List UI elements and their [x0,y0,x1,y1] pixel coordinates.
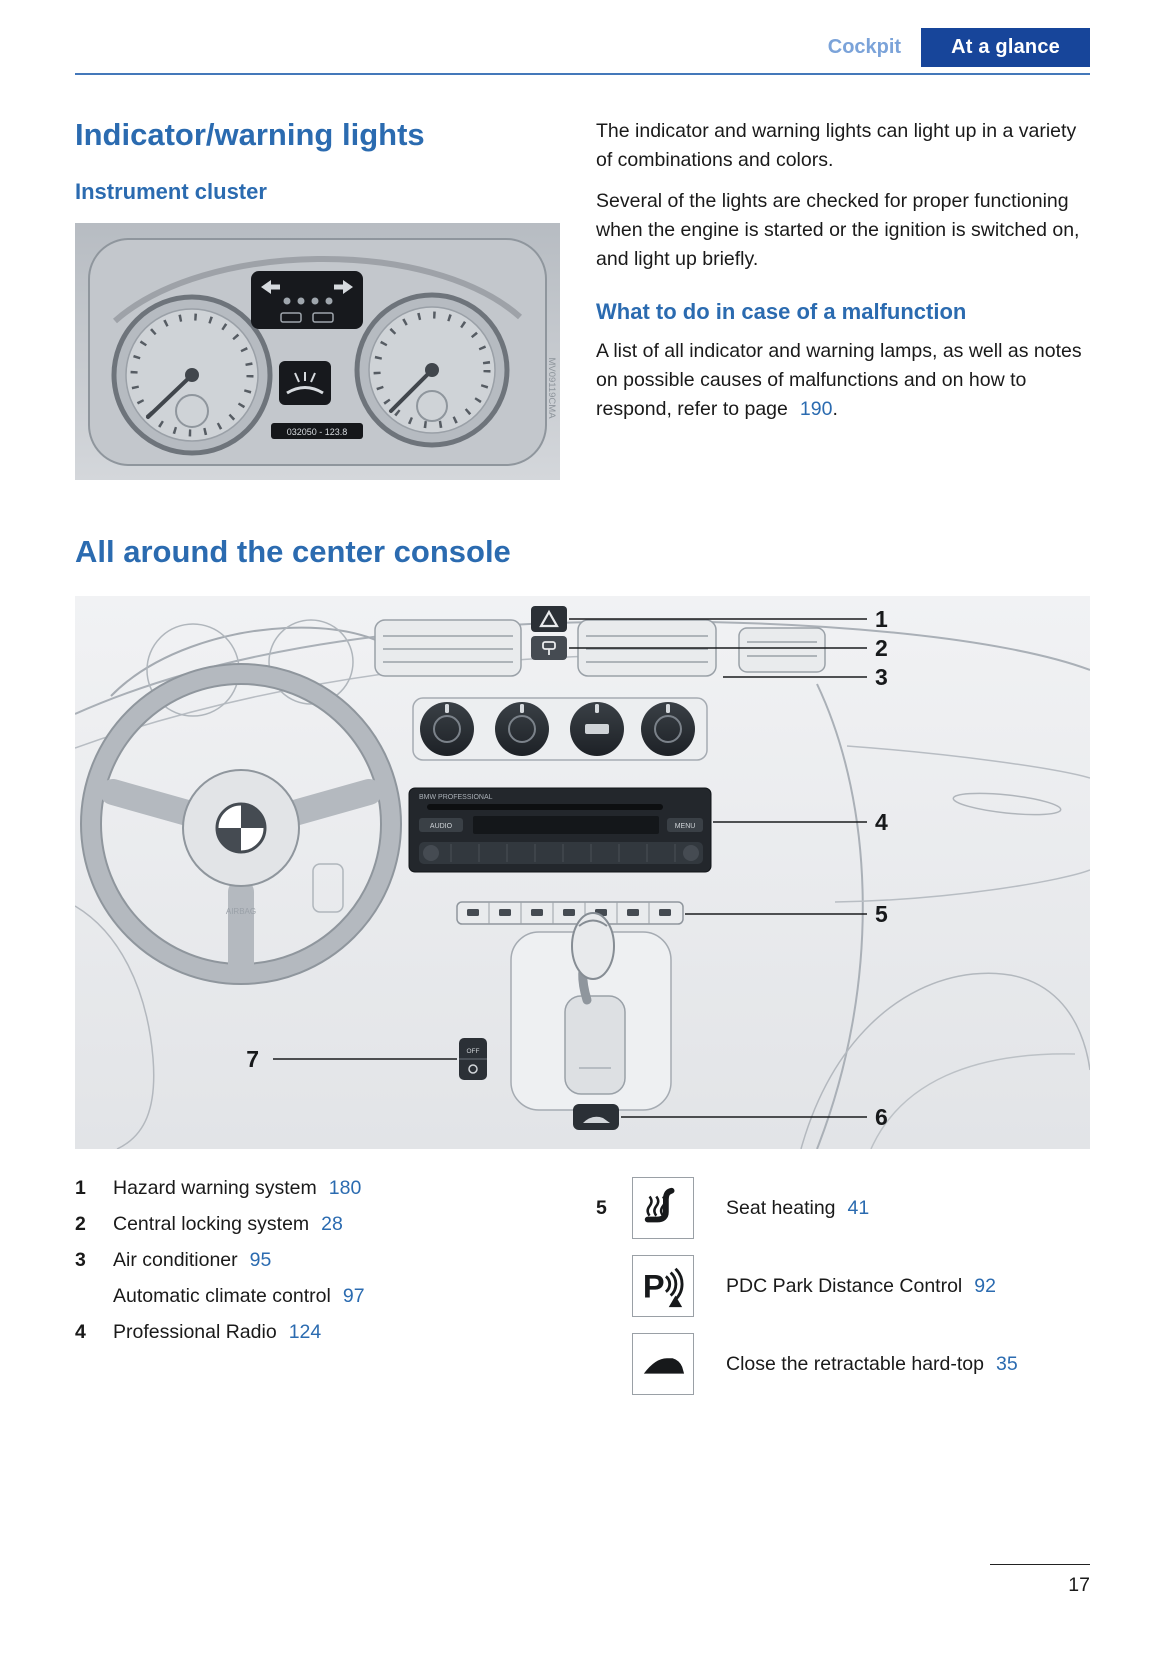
svg-text:P: P [643,1269,665,1305]
legend-item: Seat heating 41 [726,1195,1026,1221]
page-ref-92[interactable]: 92 [974,1274,996,1297]
air-vents [374,619,826,677]
legend-item: Automatic climate control 97 [113,1285,580,1308]
callout-5: 5 [875,901,888,927]
airbag-label: AIRBAG [226,907,256,916]
legend-item: PDC Park Distance Control 92 [726,1273,1026,1299]
callout-lines [273,618,867,1118]
legend-item: Air conditioner 95 [113,1249,580,1272]
gear-shifter [510,912,672,1111]
tab-at-a-glance: At a glance [921,28,1090,67]
section-title-center-console: All around the center console [75,534,511,569]
legend-item-number [75,1285,113,1308]
callout-4: 4 [875,809,888,835]
subheading-malfunction: What to do in case of a malfunction [596,299,967,325]
legend-item-label: PDC Park Distance Control [726,1274,963,1297]
legend-item-label: Hazard warning system [113,1177,317,1199]
washer-indicator-box [279,361,331,405]
malfunction-text: A list of all indicator and warning lamp… [596,340,1082,420]
legend-left-column: 1 Hazard warning system 180 2 Central loc… [75,1177,580,1395]
page-ref-124[interactable]: 124 [288,1321,322,1343]
page-ref-28[interactable]: 28 [321,1213,343,1235]
legend-item: Professional Radio 124 [113,1321,580,1344]
malfunction-paragraph: A list of all indicator and warning lamp… [596,337,1090,423]
legend-item-label: Professional Radio [113,1321,277,1343]
callout-7: 7 [246,1046,259,1072]
legend-item-number: 1 [75,1177,86,1199]
subheading-instrument-cluster: Instrument cluster [75,179,267,204]
page-ref-95[interactable]: 95 [249,1249,272,1271]
legend-item-number: 4 [75,1321,86,1343]
pdc-icon: P [632,1255,694,1317]
dtc-button: OFF [459,1038,487,1080]
heater-controls [456,901,684,925]
legend-item-label: Close the retractable hard-top [726,1352,984,1375]
legend-item-number: 3 [75,1249,86,1271]
steering-wheel: AIRBAG [80,663,402,985]
breadcrumb: Cockpit [827,36,902,58]
seat-heating-icon [632,1177,694,1239]
indicator-section: Indicator/warning lights Instrument clus… [0,117,1165,480]
hazard-button [531,606,567,632]
legend: 1 Hazard warning system 180 2 Central loc… [0,1177,1165,1395]
intro-paragraph-2: Several of the lights are checked for pr… [596,190,1080,270]
legend-item-number: 2 [75,1213,86,1235]
callout-3: 3 [875,664,888,690]
radio-brand-label: BMW PROFESSIONAL [419,794,493,801]
page-number: 17 [990,1564,1090,1597]
center-console-illustration: AIRBAG BMW PROFESSIONAL AUDIO [0,596,1165,1149]
header-rule [75,73,1090,75]
hardtop-switch [573,1104,619,1130]
page-ref-190[interactable]: 190 [799,397,833,420]
page-header: Cockpit At a glance [0,0,1165,75]
intro-paragraph-1: The indicator and warning lights can lig… [596,120,1077,171]
legend-item-label: Automatic climate control [113,1285,331,1307]
section-title-indicator-warning-lights: Indicator/warning lights [75,117,425,152]
legend-item-label: Central locking system [113,1213,310,1235]
instrument-cluster-photo: 032050 - 123.8 MV09119CMA [75,223,560,480]
odometer-value: 032050 - 123.8 [287,427,348,437]
malfunction-suffix: . [832,397,838,420]
tachometer-gauge [354,292,510,448]
warning-lamp-panel [251,271,363,329]
bmw-roundel-icon [215,802,267,854]
legend-right-column: 5 Seat heating 41 P [596,1177,1090,1395]
legend-item-number: 5 [596,1196,607,1219]
legend-item: Close the retractable hard-top 35 [726,1351,1026,1377]
radio-unit: BMW PROFESSIONAL AUDIO MENU [408,787,712,873]
legend-item-label: Seat heating [726,1196,836,1219]
callout-1: 1 [875,606,888,632]
page-ref-97[interactable]: 97 [342,1285,365,1307]
hardtop-icon [632,1333,694,1395]
dtc-off-label: OFF [467,1048,480,1055]
page-ref-41[interactable]: 41 [847,1196,870,1219]
photo-watermark: MV09119CMA [546,357,557,419]
page-ref-180[interactable]: 180 [328,1177,362,1199]
page-ref-35[interactable]: 35 [995,1352,1018,1375]
radio-menu-button-label: MENU [675,823,696,830]
climate-control-knobs [412,697,708,761]
legend-item: Hazard warning system 180 [113,1177,580,1200]
odometer-display: 032050 - 123.8 [271,423,363,439]
callout-2: 2 [875,635,888,661]
legend-item-label: Air conditioner [113,1249,238,1271]
speedometer-gauge [111,294,273,456]
glovebox-trim [952,792,1062,816]
legend-item: Central locking system 28 [113,1213,580,1236]
callout-6: 6 [875,1104,888,1130]
radio-audio-button-label: AUDIO [430,823,453,830]
central-locking-button [531,636,567,660]
